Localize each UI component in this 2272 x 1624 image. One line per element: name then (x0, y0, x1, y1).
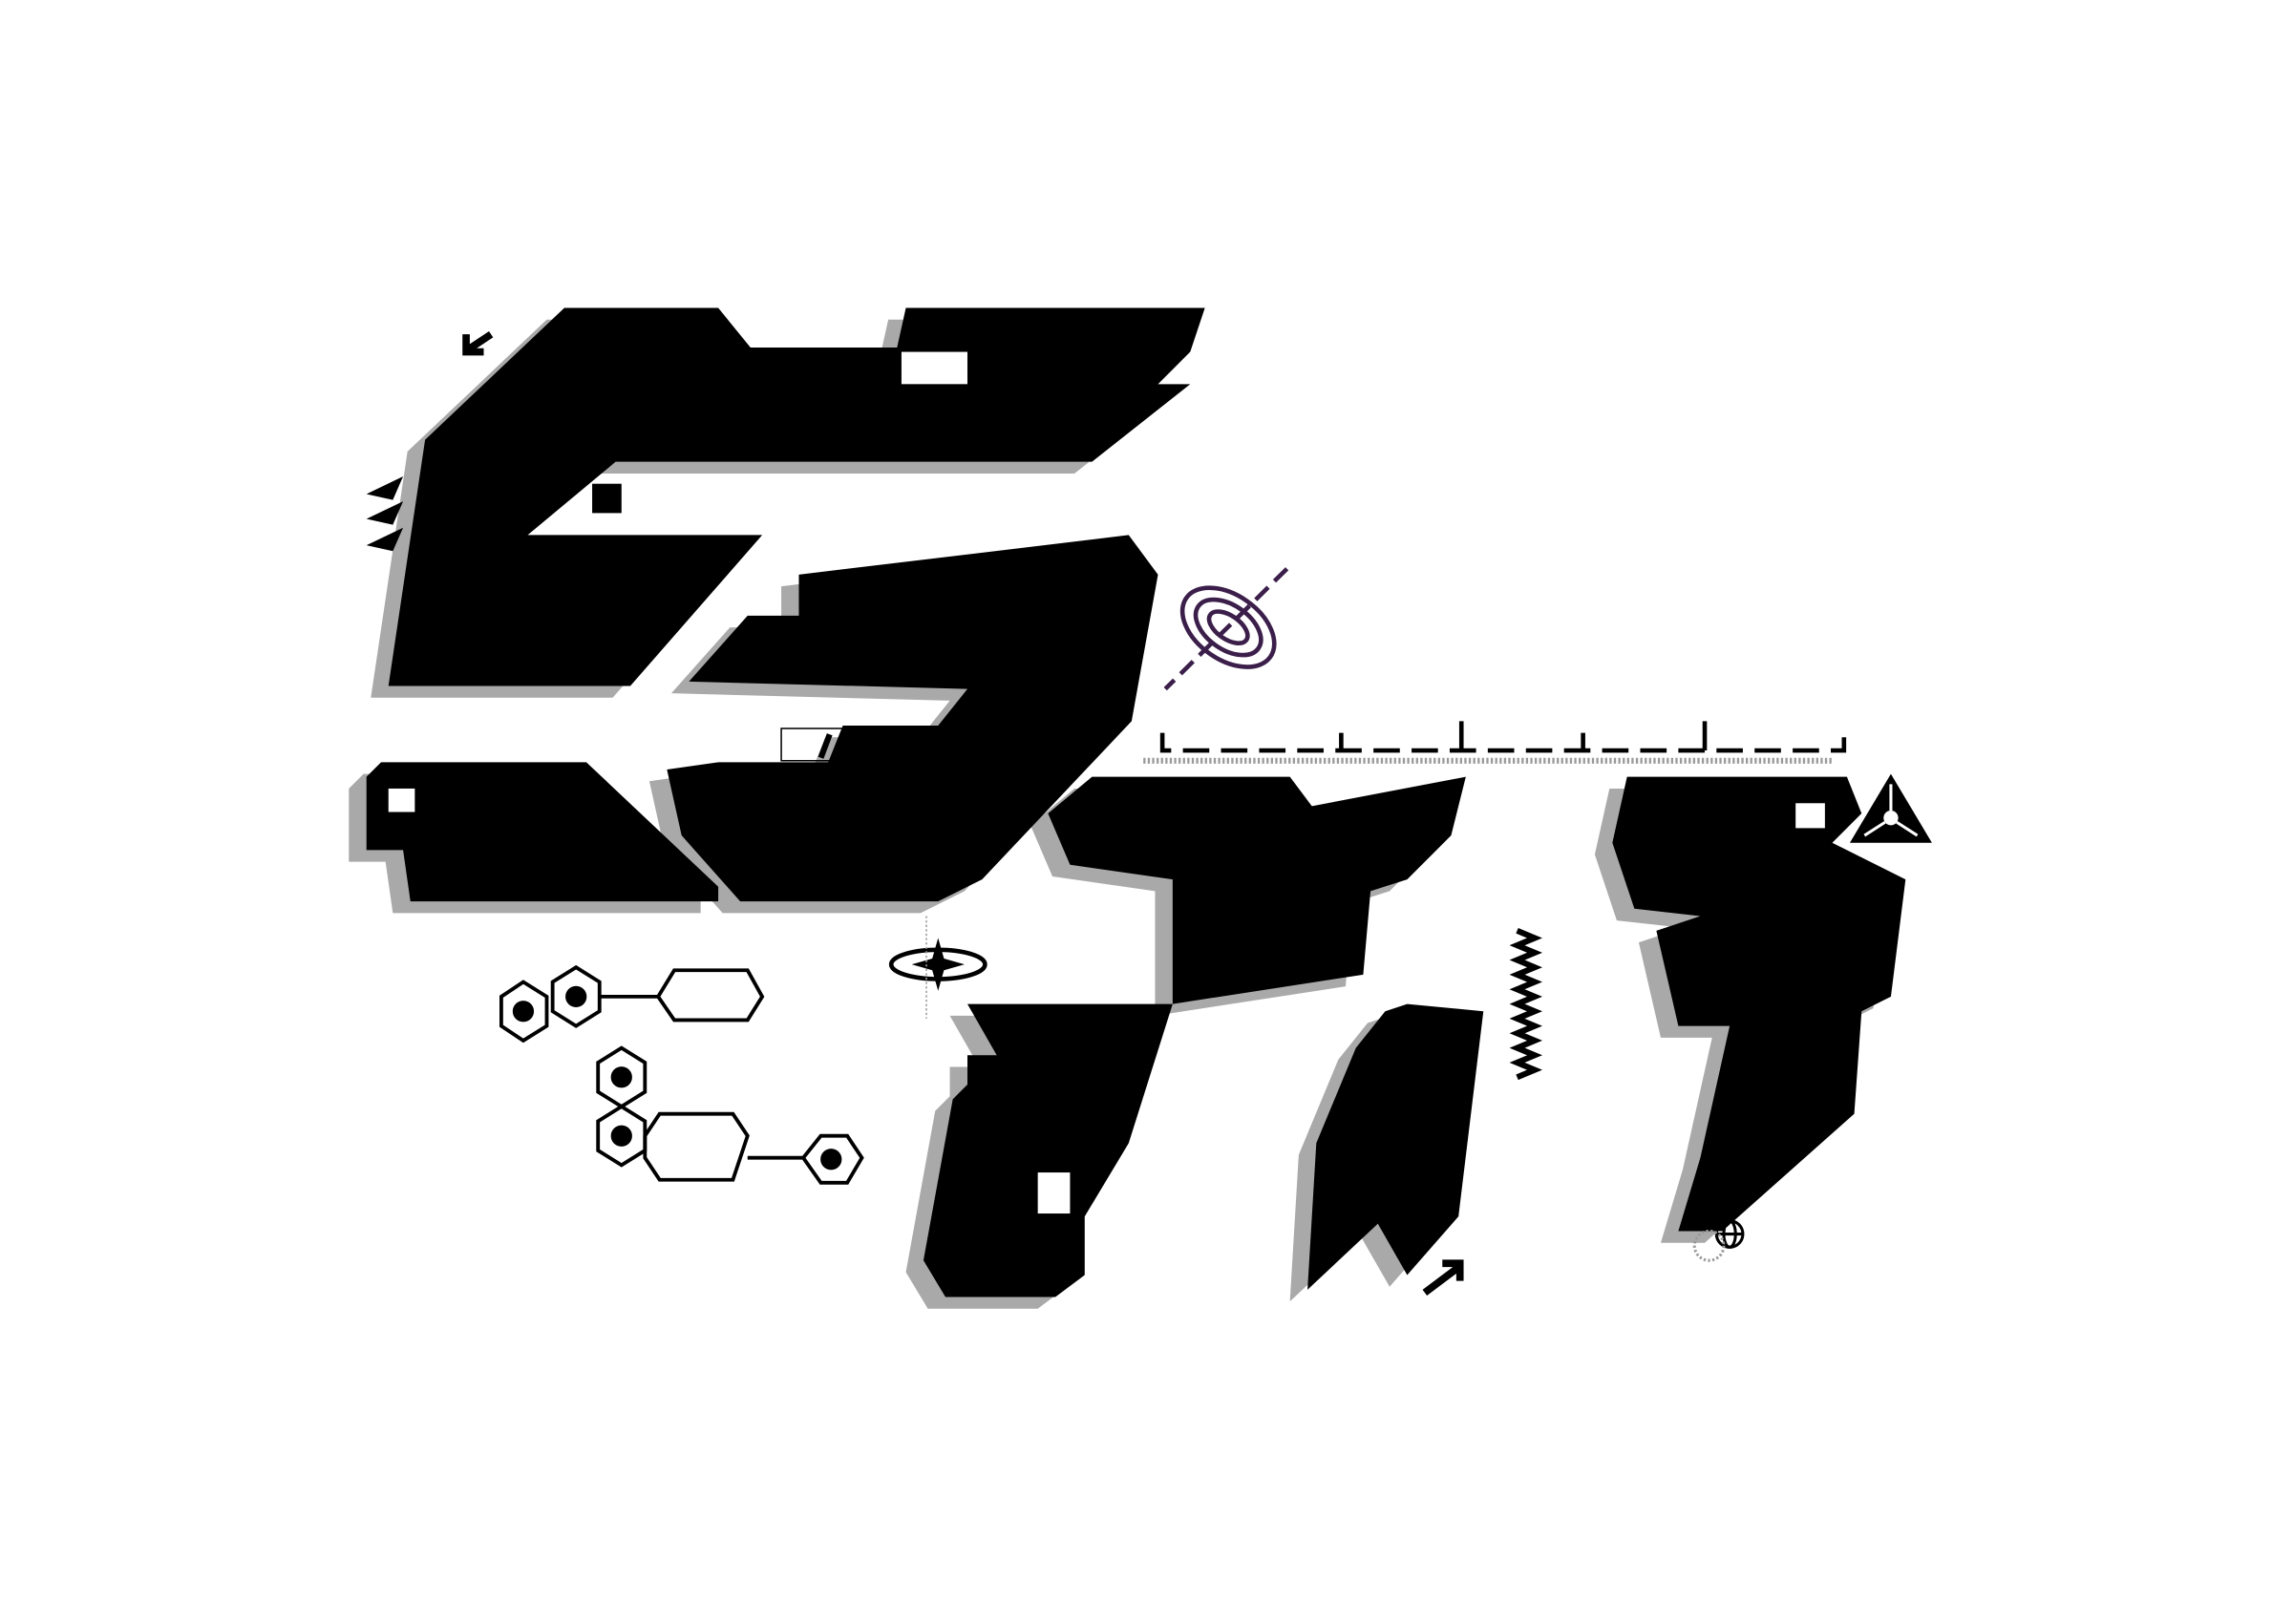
bottom-left-glyph (366, 762, 719, 902)
right-glyph-hole (1795, 803, 1825, 829)
triangle-emblem-icon (1849, 773, 1932, 843)
tall-glyph-hole (1037, 1172, 1071, 1214)
leg-glyph (1307, 1003, 1484, 1290)
ring-target-icon (1163, 567, 1289, 691)
bottom-left-hole (388, 788, 415, 812)
middle-glyph (667, 535, 1158, 902)
tall-glyph (923, 1003, 1173, 1297)
glyphs (366, 307, 1906, 1297)
top-glyph (388, 307, 1205, 686)
chevrons-icon (366, 476, 404, 552)
top-notch (901, 351, 967, 385)
arrow-up-left-icon (462, 330, 494, 356)
small-square-2 (1319, 955, 1334, 971)
wave-strip-icon (1509, 927, 1542, 1081)
hatch-strip (780, 728, 929, 762)
right-glyph (1612, 776, 1906, 1232)
globe-icon (1692, 1219, 1745, 1262)
ruler-icon (1143, 721, 1847, 764)
orbit-star-icon (888, 916, 987, 1019)
top-bar-glyph (1048, 776, 1466, 1004)
arrow-up-right-icon (1422, 1259, 1464, 1296)
hexagon-chain-icon (499, 964, 864, 1185)
small-square (592, 483, 622, 514)
